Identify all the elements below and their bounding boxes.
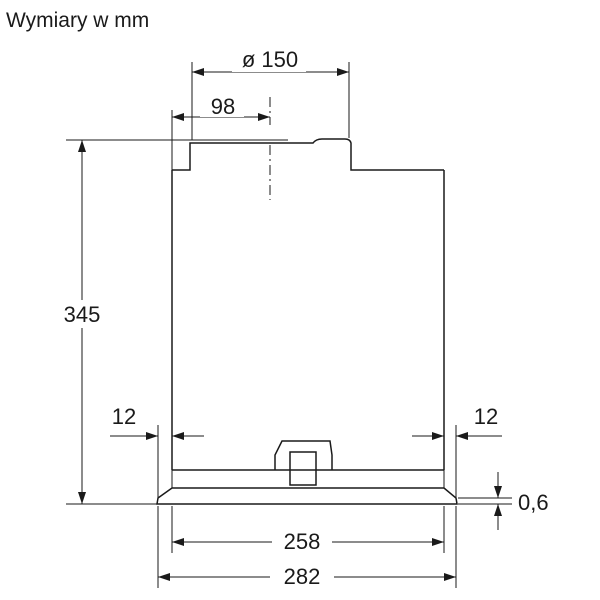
inner-width-label: 258 [284,529,321,554]
drawing-title: Wymiary w mm [6,9,149,32]
dim-left-inset: 12 [110,404,204,498]
dim-duct-offset: 98 [171,94,270,170]
dim-height: 345 [56,139,172,505]
duct-centerline [172,97,288,200]
duct-offset-label: 98 [211,94,235,119]
duct-collar [172,138,444,171]
outer-width-label: 282 [284,564,321,589]
latch-button [289,451,317,486]
duct-diameter-label: ø 150 [242,47,298,72]
dim-duct-diameter: ø 150 [191,47,350,140]
plate-thickness-label: 0,6 [518,490,549,515]
height-label: 345 [64,302,101,327]
hood-outline [156,138,458,505]
latch-housing [274,440,333,470]
right-inset-label: 12 [474,404,498,429]
dim-plate-thickness: 0,6 [458,472,549,530]
bottom-plate [156,487,458,505]
left-inset-label: 12 [112,404,136,429]
dim-right-inset: 12 [412,404,502,498]
dim-outer-width: 282 [157,506,457,589]
dim-inner-width: 258 [171,506,445,554]
